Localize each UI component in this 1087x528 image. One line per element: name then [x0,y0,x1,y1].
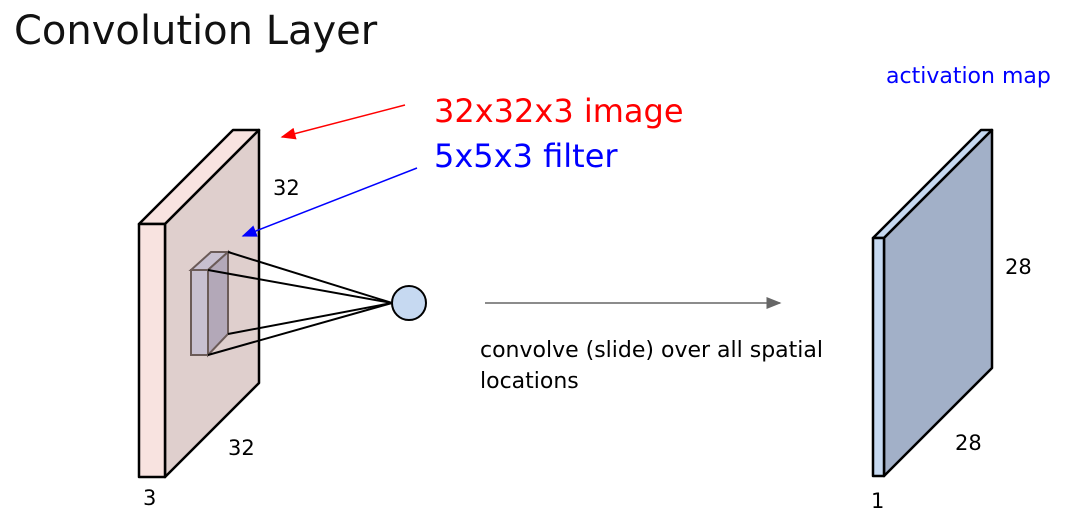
filter-volume [188,249,231,358]
output-width-label: 28 [955,431,982,455]
image-label: 32x32x3 image [434,92,684,130]
input-height-label: 32 [273,176,300,200]
activation-map-label: activation map [886,64,1051,89]
filter-connection-lines [207,251,393,356]
operation-text-line2: locations [480,369,579,394]
activation-map-volume [871,128,994,478]
slide-title: Convolution Layer [14,8,378,54]
filter-pointer-arrow [241,167,418,237]
filter-label: 5x5x3 filter [434,137,618,175]
output-height-label: 28 [1005,255,1032,279]
input-depth-label: 3 [143,486,157,510]
input-front-face [137,222,167,479]
output-depth-label: 1 [871,489,885,513]
input-width-label: 32 [228,436,255,460]
image-pointer-arrow [280,104,406,140]
output-neuron [391,285,427,321]
operation-text-line1: convolve (slide) over all spatial [480,338,823,363]
